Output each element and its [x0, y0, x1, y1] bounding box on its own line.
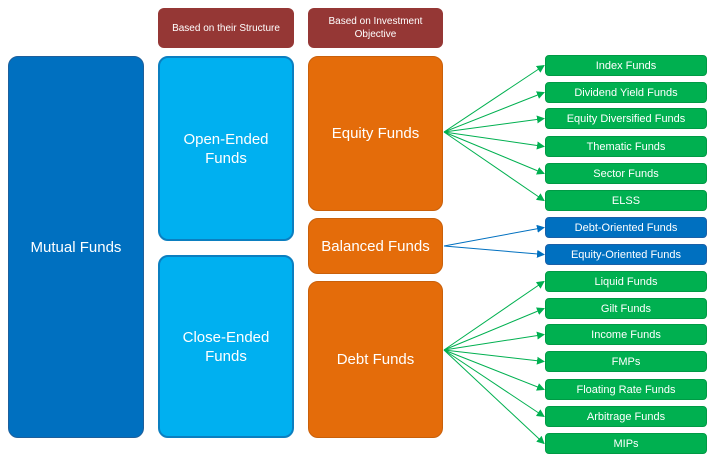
leaf-gilt-funds: Gilt Funds — [545, 298, 707, 319]
equity-connector-arrow-6 — [443, 131, 545, 202]
debt-funds-node: Debt Funds — [308, 281, 443, 438]
leaf-fmps: FMPs — [545, 351, 707, 372]
debt-connector-arrow-2 — [443, 307, 545, 351]
equity-connector-arrow-4 — [443, 131, 545, 150]
debt-connector-arrow-5 — [443, 349, 545, 391]
close-ended-funds-node: Close-Ended Funds — [158, 255, 294, 438]
leaf-dividend-yield-funds: Dividend Yield Funds — [545, 82, 707, 103]
header-structure: Based on their Structure — [158, 8, 294, 48]
leaf-debt-oriented-funds: Debt-Oriented Funds — [545, 217, 707, 238]
leaf-elss: ELSS — [545, 190, 707, 211]
debt-connector-arrow-4 — [443, 349, 545, 365]
leaf-arbitrage-funds: Arbitrage Funds — [545, 406, 707, 427]
leaf-sector-funds: Sector Funds — [545, 163, 707, 184]
balanced-connector-arrow-2 — [443, 245, 545, 258]
mutual-funds-node: Mutual Funds — [8, 56, 144, 438]
leaf-liquid-funds: Liquid Funds — [545, 271, 707, 292]
balanced-funds-node: Balanced Funds — [308, 218, 443, 274]
debt-connector-arrow-6 — [443, 349, 545, 418]
leaf-thematic-funds: Thematic Funds — [545, 136, 707, 157]
header-objective: Based on Investment Objective — [308, 8, 443, 48]
equity-funds-node: Equity Funds — [308, 56, 443, 211]
equity-connector-arrow-1 — [443, 64, 545, 133]
leaf-floating-rate-funds: Floating Rate Funds — [545, 379, 707, 400]
equity-connector-arrow-3 — [443, 115, 545, 133]
leaf-equity-oriented-funds: Equity-Oriented Funds — [545, 244, 707, 265]
open-ended-funds-node: Open-Ended Funds — [158, 56, 294, 241]
leaf-income-funds: Income Funds — [545, 324, 707, 345]
debt-connector-arrow-1 — [443, 280, 545, 351]
leaf-mips: MIPs — [545, 433, 707, 454]
equity-connector-arrow-5 — [443, 131, 545, 175]
debt-connector-arrow-3 — [443, 331, 545, 351]
debt-connector-arrow-7 — [443, 349, 545, 445]
leaf-index-funds: Index Funds — [545, 55, 707, 76]
leaf-equity-diversified-funds: Equity Diversified Funds — [545, 108, 707, 129]
equity-connector-arrow-2 — [443, 91, 545, 133]
balanced-connector-arrow-1 — [443, 224, 545, 247]
